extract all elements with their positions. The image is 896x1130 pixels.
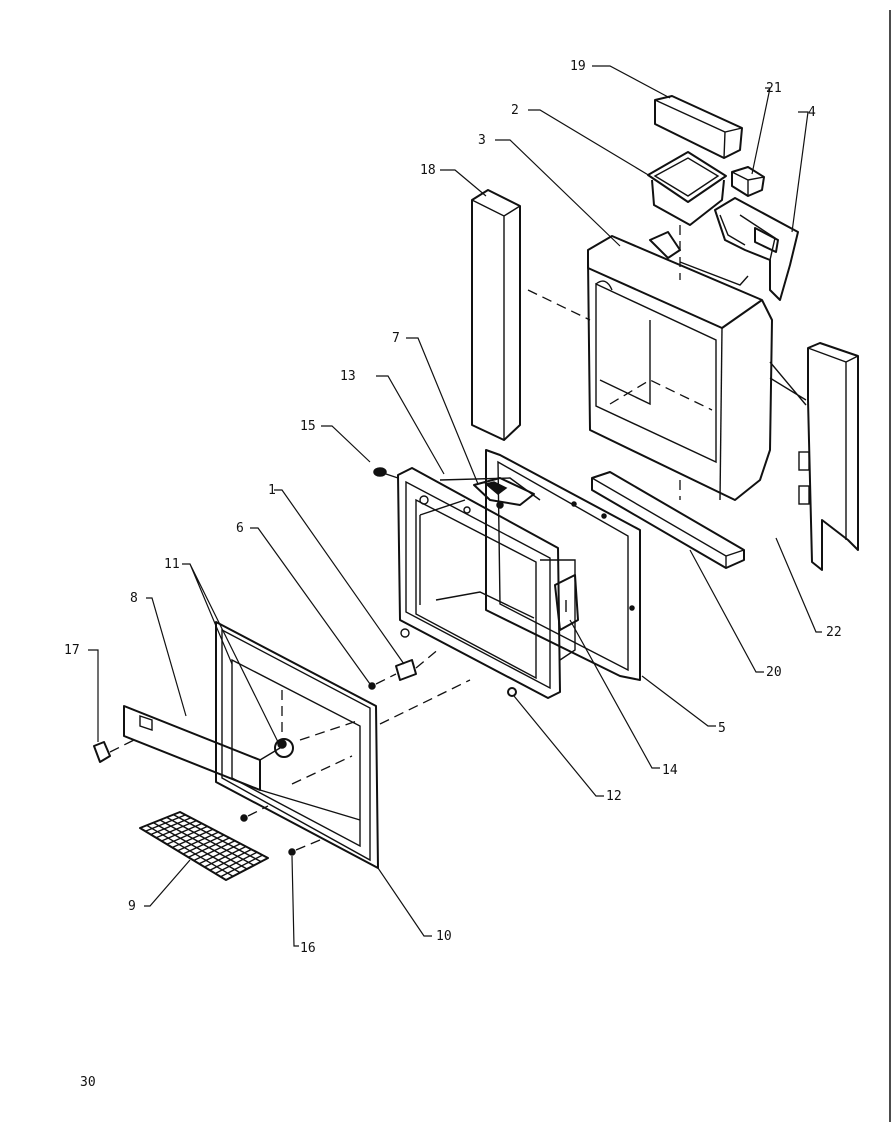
callout-19: 19	[570, 59, 586, 74]
part-7-bracket	[473, 477, 535, 509]
callout-22: 22	[826, 625, 842, 640]
part-2-chute-frame	[647, 151, 727, 280]
part-22-side-panel	[769, 342, 859, 571]
part-6-screw	[368, 673, 397, 690]
callout-4: 4	[808, 105, 816, 120]
part-19-top-insulation-block	[654, 95, 743, 159]
callout-11: 11	[164, 557, 180, 572]
callout-12: 12	[606, 789, 622, 804]
callout-16: 16	[300, 941, 316, 956]
part-21-small-block	[731, 166, 765, 197]
part-9-drip-grille	[139, 811, 269, 881]
callout-5: 5	[718, 721, 726, 736]
leader-lines	[88, 65, 822, 947]
part-10-front-frame	[215, 621, 471, 869]
grille-rib	[152, 822, 241, 874]
callout-labels: 19 2 3 21 4 18 7 13 15 1 6 11 8 17 9 16 …	[64, 59, 842, 956]
callout-10: 10	[436, 929, 452, 944]
part-15-screw	[373, 467, 399, 479]
grille-rib	[146, 824, 234, 877]
part-20-bottom-bar	[591, 471, 745, 569]
part-17-clip	[93, 737, 139, 763]
part-11-knob	[274, 690, 294, 758]
grille-rib	[159, 819, 248, 870]
callout-6: 6	[236, 521, 244, 536]
callout-8: 8	[130, 591, 138, 606]
callout-18: 18	[420, 163, 436, 178]
callout-3: 3	[478, 133, 486, 148]
callout-17: 17	[64, 643, 80, 658]
callout-21: 21	[766, 81, 782, 96]
part-8-trim-strip	[123, 705, 361, 821]
callout-1: 1	[268, 483, 276, 498]
part-13-inner-housing	[397, 467, 576, 699]
grille-rib	[166, 816, 255, 866]
callout-9: 9	[128, 899, 136, 914]
part-18-vertical-post	[471, 189, 591, 441]
part-12-screw	[507, 687, 517, 697]
part-16-screw	[240, 805, 321, 856]
callout-14: 14	[662, 763, 678, 778]
part-14-lamp-socket	[554, 574, 579, 631]
grille-rib	[173, 814, 262, 863]
part-1-latch	[395, 647, 441, 681]
callout-20: 20	[766, 665, 782, 680]
part-5-gasket-plate	[485, 449, 641, 681]
part-3-housing	[587, 231, 773, 501]
callout-15: 15	[300, 419, 316, 434]
page-number: 30	[80, 1075, 96, 1090]
callout-7: 7	[392, 331, 400, 346]
part-4-duct	[714, 197, 799, 301]
callout-13: 13	[340, 369, 356, 384]
callout-2: 2	[511, 103, 519, 118]
